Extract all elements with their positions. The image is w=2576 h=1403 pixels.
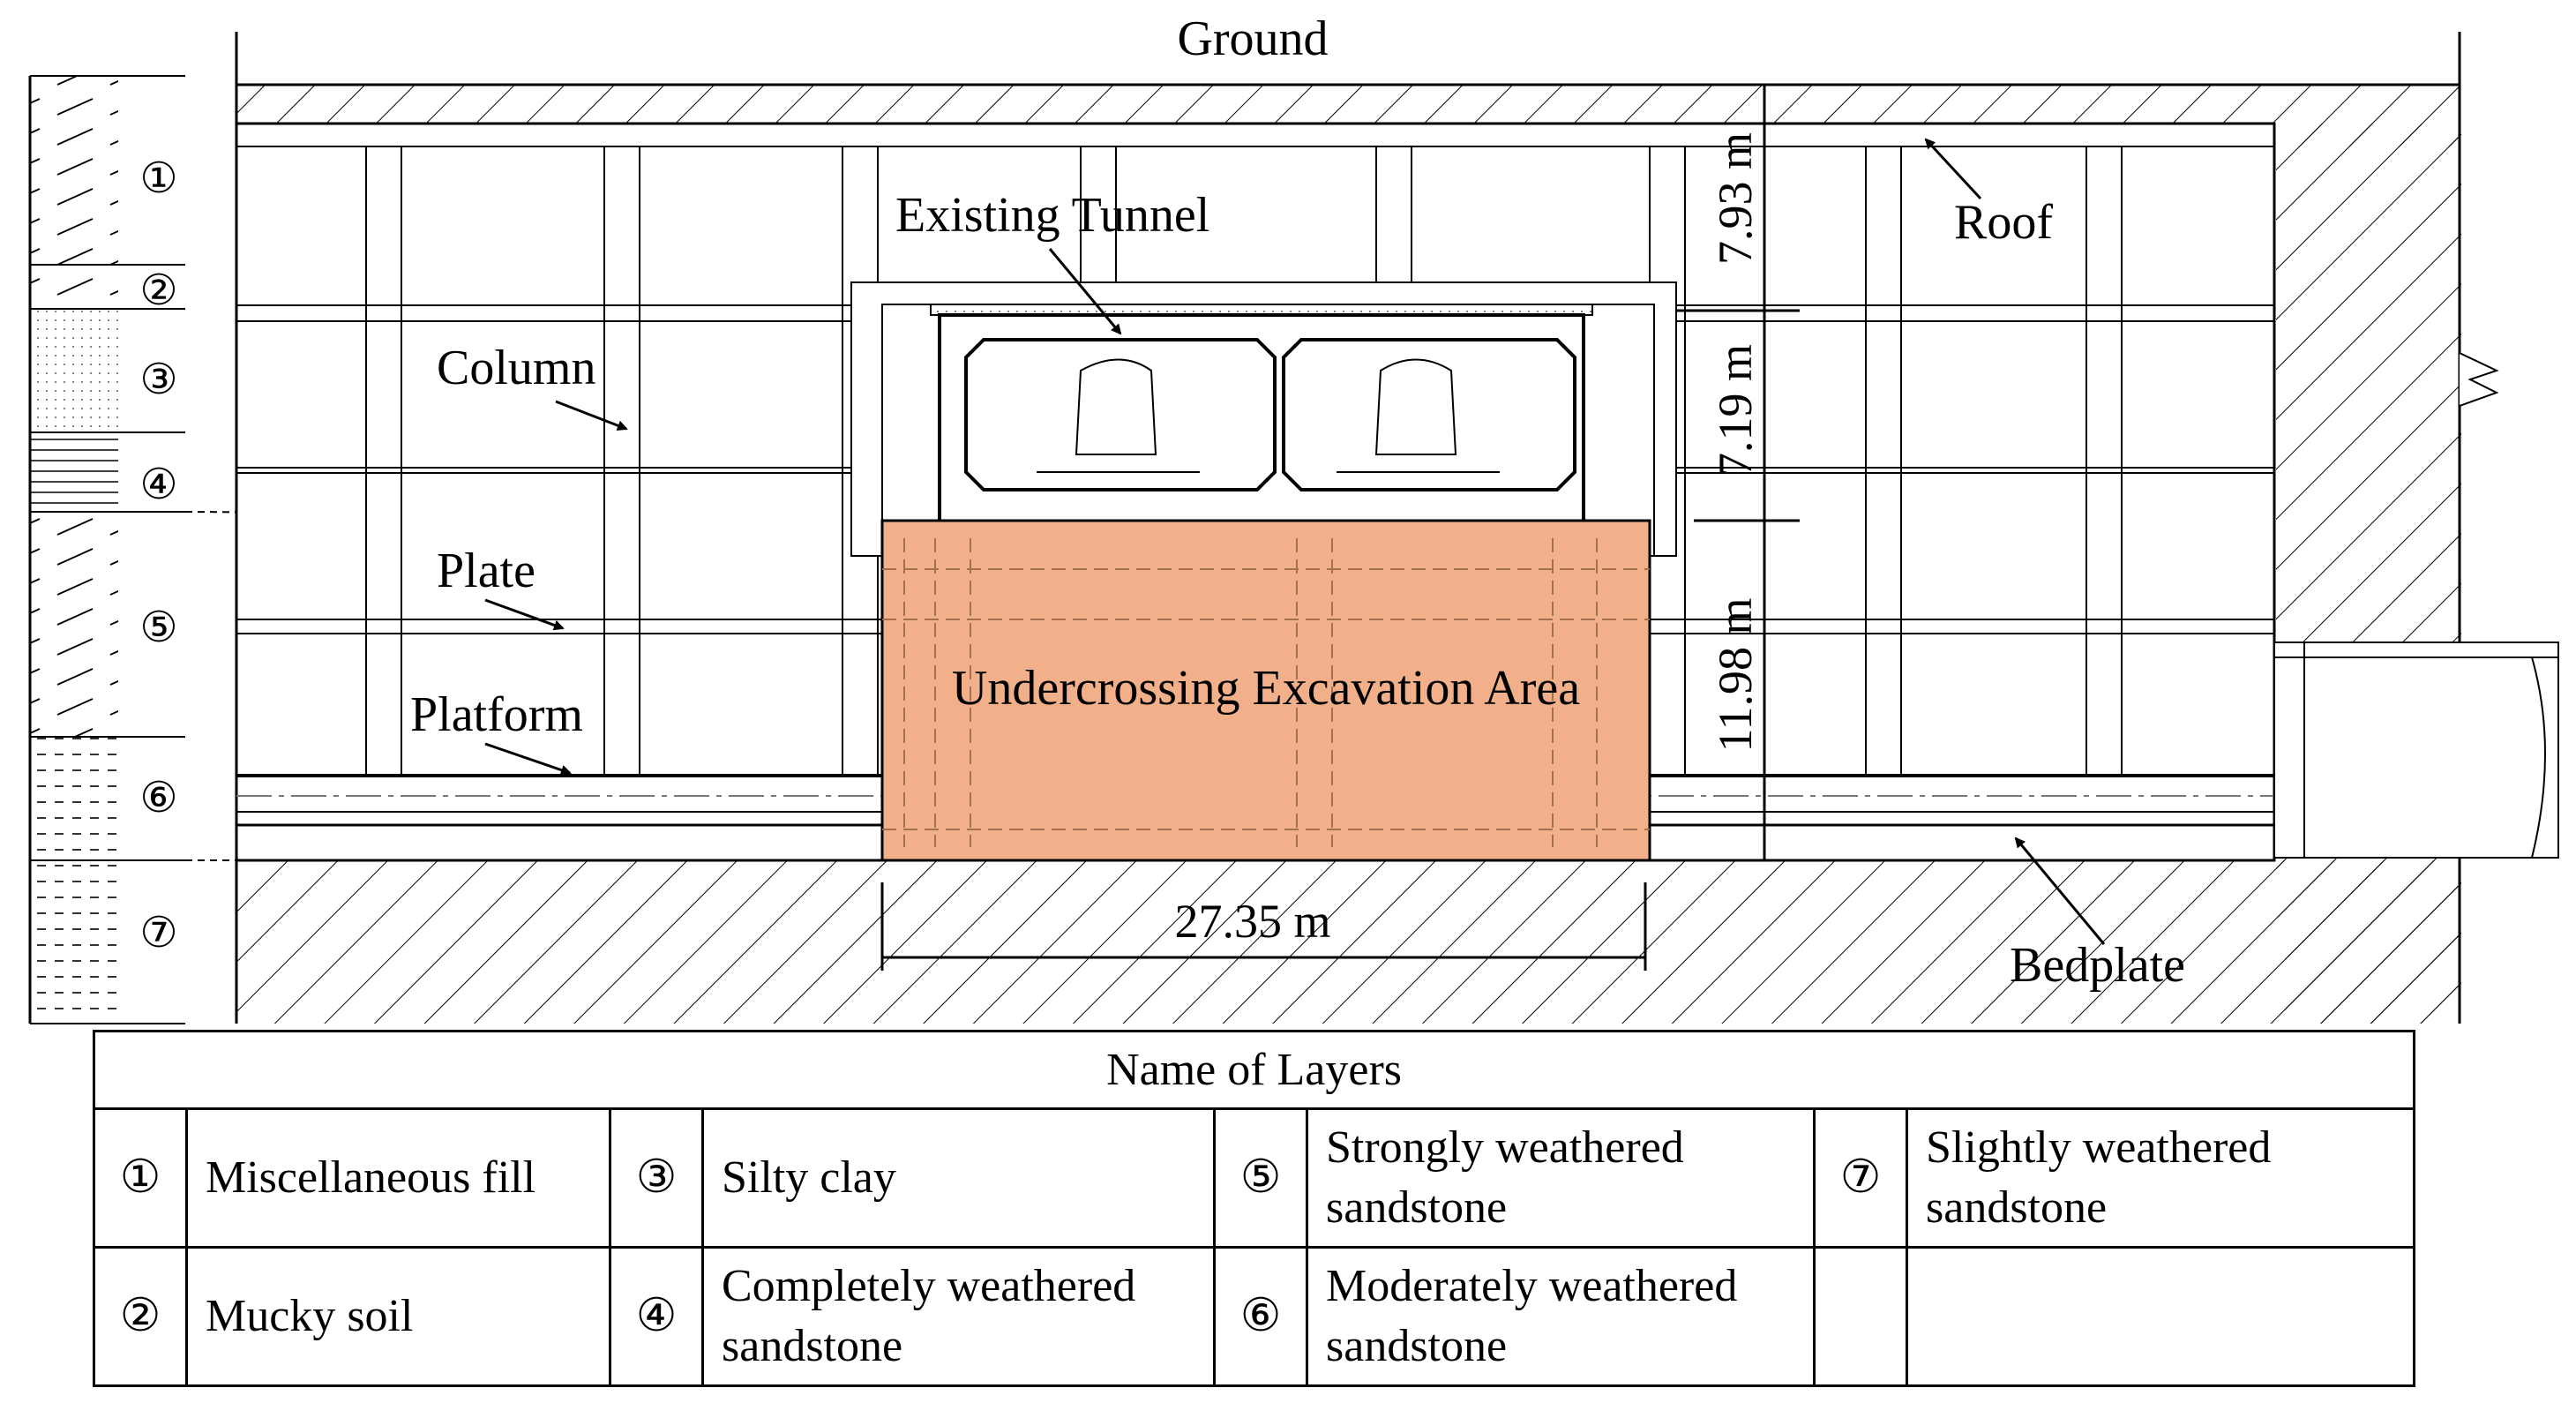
legend-num: ⑥ (1213, 1246, 1308, 1387)
layer-marker-3: ③ (139, 355, 177, 404)
legend-name: Slightly weathered sandstone (1905, 1107, 2416, 1249)
platform-leader (484, 742, 572, 776)
legend-name (1905, 1246, 2416, 1387)
legend-num: ② (93, 1246, 188, 1387)
bedplate-leader (2014, 837, 2106, 945)
legend-name: Mucky soil (185, 1246, 611, 1387)
legend-num: ③ (609, 1107, 704, 1249)
legend-num (1813, 1246, 1908, 1387)
platform-label: Platform (410, 687, 583, 742)
layer-marker-5: ⑤ (139, 603, 177, 652)
excavation-area-label: Undercrossing Excavation Area (952, 661, 1580, 716)
legend-name: Miscellaneous fill (185, 1107, 611, 1249)
roof-label: Roof (1954, 195, 2053, 250)
roof-leader (1924, 138, 1982, 200)
ground-label: Ground (1177, 11, 1328, 66)
legend-name: Completely weathered sandstone (701, 1246, 1216, 1387)
layer-legend-table: Name of Layers ① Miscellaneous fill ③ Si… (92, 1030, 2416, 1387)
legend-num: ① (93, 1107, 188, 1249)
dim-excavation-height: 11.98 m (1709, 598, 1762, 753)
layer-markers: ① ② ③ ④ ⑤ ⑥ ⑦ (139, 154, 177, 957)
legend-name: Moderately weathered sandstone (1306, 1246, 1816, 1387)
dimension-lines (880, 83, 1800, 971)
dim-excavation-width: 27.35 m (1174, 895, 1330, 948)
layer-marker-4: ④ (139, 460, 177, 509)
layer-marker-1: ① (139, 154, 177, 203)
dim-roof-depth: 7.93 m (1709, 132, 1762, 265)
existing-tunnel (850, 281, 1677, 557)
soil-column (28, 75, 883, 1024)
layer-marker-6: ⑥ (139, 773, 177, 822)
legend-num: ⑤ (1213, 1107, 1308, 1249)
existing-tunnel-leader (1048, 248, 1122, 335)
excavation-area (880, 519, 1651, 862)
column-label: Column (437, 341, 595, 395)
plate-leader (484, 598, 565, 631)
layer-marker-7: ⑦ (139, 908, 177, 957)
legend-num: ⑦ (1813, 1107, 1908, 1249)
bedplate-label: Bedplate (2010, 938, 2185, 993)
legend-name: Strongly weathered sandstone (1306, 1107, 1816, 1249)
existing-tunnel-label: Existing Tunnel (895, 188, 1209, 243)
legend-title: Name of Layers (92, 1030, 2416, 1110)
plate-label: Plate (437, 544, 535, 598)
dim-tunnel-height: 7.19 m (1709, 344, 1762, 476)
legend-num: ④ (609, 1246, 704, 1387)
legend-name: Silty clay (701, 1107, 1216, 1249)
layer-marker-2: ② (139, 266, 177, 315)
column-leader (555, 400, 628, 431)
